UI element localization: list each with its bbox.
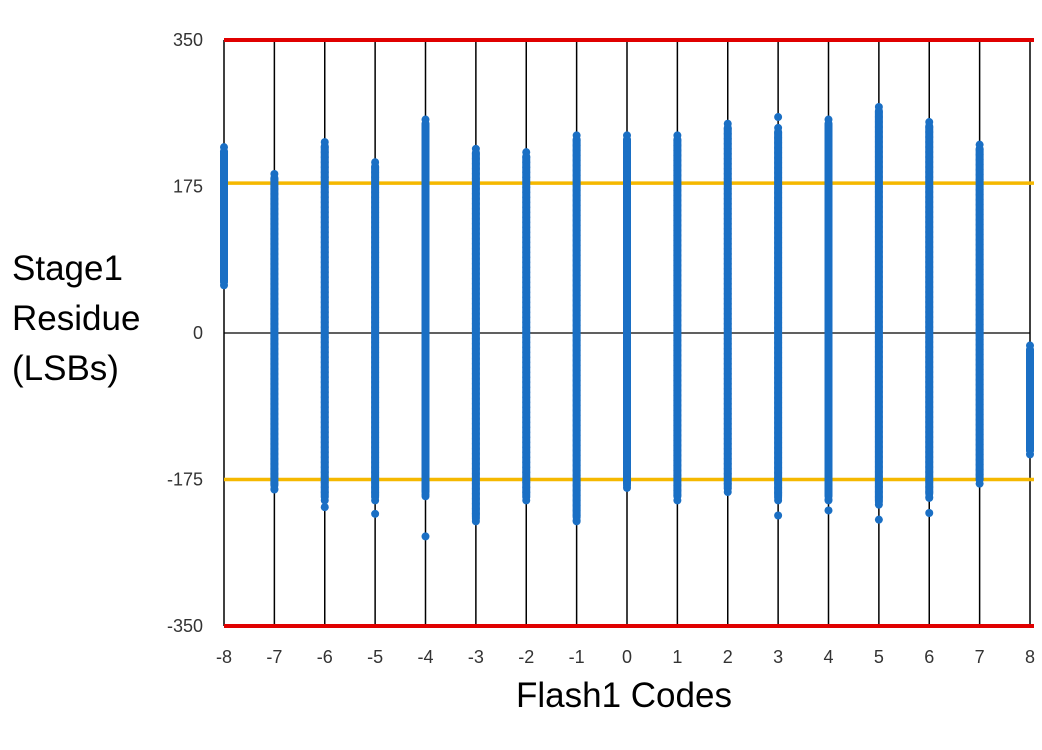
data-point <box>471 517 480 526</box>
x-tick-label: 3 <box>773 647 783 667</box>
y-tick-label: -350 <box>167 616 203 636</box>
data-point <box>1026 450 1034 459</box>
x-tick-label: 6 <box>924 647 934 667</box>
data-point <box>975 479 984 488</box>
y-axis-label-line: (LSBs) <box>12 349 119 388</box>
x-tick-label: 2 <box>723 647 733 667</box>
y-tick-label: -175 <box>167 470 203 490</box>
x-tick-label: 5 <box>874 647 884 667</box>
data-point <box>824 496 833 505</box>
data-point <box>421 492 430 501</box>
data-point <box>572 517 581 526</box>
x-tick-label: -5 <box>367 647 383 667</box>
y-tick-label: 0 <box>193 323 203 343</box>
data-point <box>522 496 531 505</box>
data-point <box>925 493 934 502</box>
data-point <box>371 496 380 505</box>
x-axis-label: Flash1 Codes <box>516 676 732 715</box>
x-tick-labels: -8 -7 -6 -5 -4 -3 -2 -1 0 1 2 3 4 5 6 7 8 <box>216 647 1035 667</box>
x-tick-label: -3 <box>468 647 484 667</box>
x-tick-label: 7 <box>975 647 985 667</box>
y-axis-label-line: Stage1 <box>12 249 123 288</box>
data-point <box>673 496 682 505</box>
x-tick-label: -1 <box>569 647 585 667</box>
data-point <box>874 500 883 509</box>
data-point <box>623 483 631 492</box>
data-point <box>220 281 228 290</box>
x-tick-label: 1 <box>672 647 682 667</box>
outlier-point <box>421 532 430 541</box>
data-point <box>774 496 783 505</box>
outlier-point <box>925 508 934 517</box>
x-tick-label: 8 <box>1025 647 1035 667</box>
data-point <box>270 485 279 494</box>
y-tick-labels: 350 175 0 -175 -350 <box>167 30 203 636</box>
data-point <box>320 496 329 505</box>
x-tick-label: -2 <box>518 647 534 667</box>
x-tick-label: -7 <box>266 647 282 667</box>
data-points <box>220 102 1034 541</box>
outlier-point <box>774 511 783 520</box>
x-tick-label: -6 <box>317 647 333 667</box>
outlier-point <box>874 515 883 524</box>
y-axis-label: Stage1 Residue (LSBs) <box>12 244 172 394</box>
outlier-point <box>824 506 833 515</box>
x-tick-label: 4 <box>823 647 833 667</box>
data-point <box>723 488 732 497</box>
outlier-point <box>371 509 380 518</box>
y-tick-label: 350 <box>173 30 203 50</box>
y-tick-label: 175 <box>173 177 203 197</box>
x-tick-label: -4 <box>417 647 433 667</box>
x-tick-label: 0 <box>622 647 632 667</box>
outlier-point <box>774 113 783 122</box>
y-axis-label-line: Residue <box>12 299 141 338</box>
outlier-point <box>320 503 329 512</box>
x-tick-label: -8 <box>216 647 232 667</box>
